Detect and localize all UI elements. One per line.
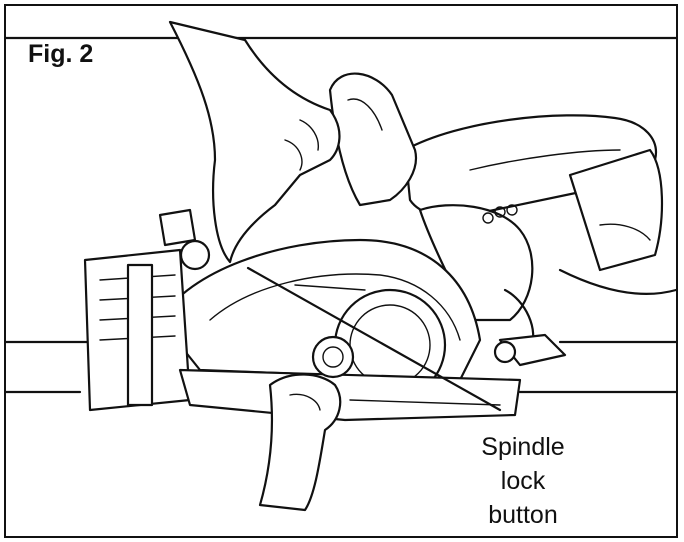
spindle-lock-button-callout: Spindle lock button [448, 430, 598, 532]
lower-hand [258, 373, 342, 512]
rear-handle [403, 114, 678, 296]
background-board-lines [4, 36, 678, 394]
bevel-knob [493, 333, 567, 367]
callout-line-3: button [488, 501, 558, 529]
callout-leader-line [246, 266, 502, 412]
spindle-lock-button [311, 335, 355, 379]
figure-label: Fig. 2 [28, 40, 94, 68]
saw-shoe-base [83, 248, 522, 422]
callout-line-1: Spindle [481, 433, 565, 461]
depth-adjust-knob [158, 208, 211, 271]
top-handle [328, 72, 418, 207]
callout-line-2: lock [500, 467, 546, 495]
upper-hand [168, 20, 341, 264]
blade-guard [158, 238, 482, 402]
